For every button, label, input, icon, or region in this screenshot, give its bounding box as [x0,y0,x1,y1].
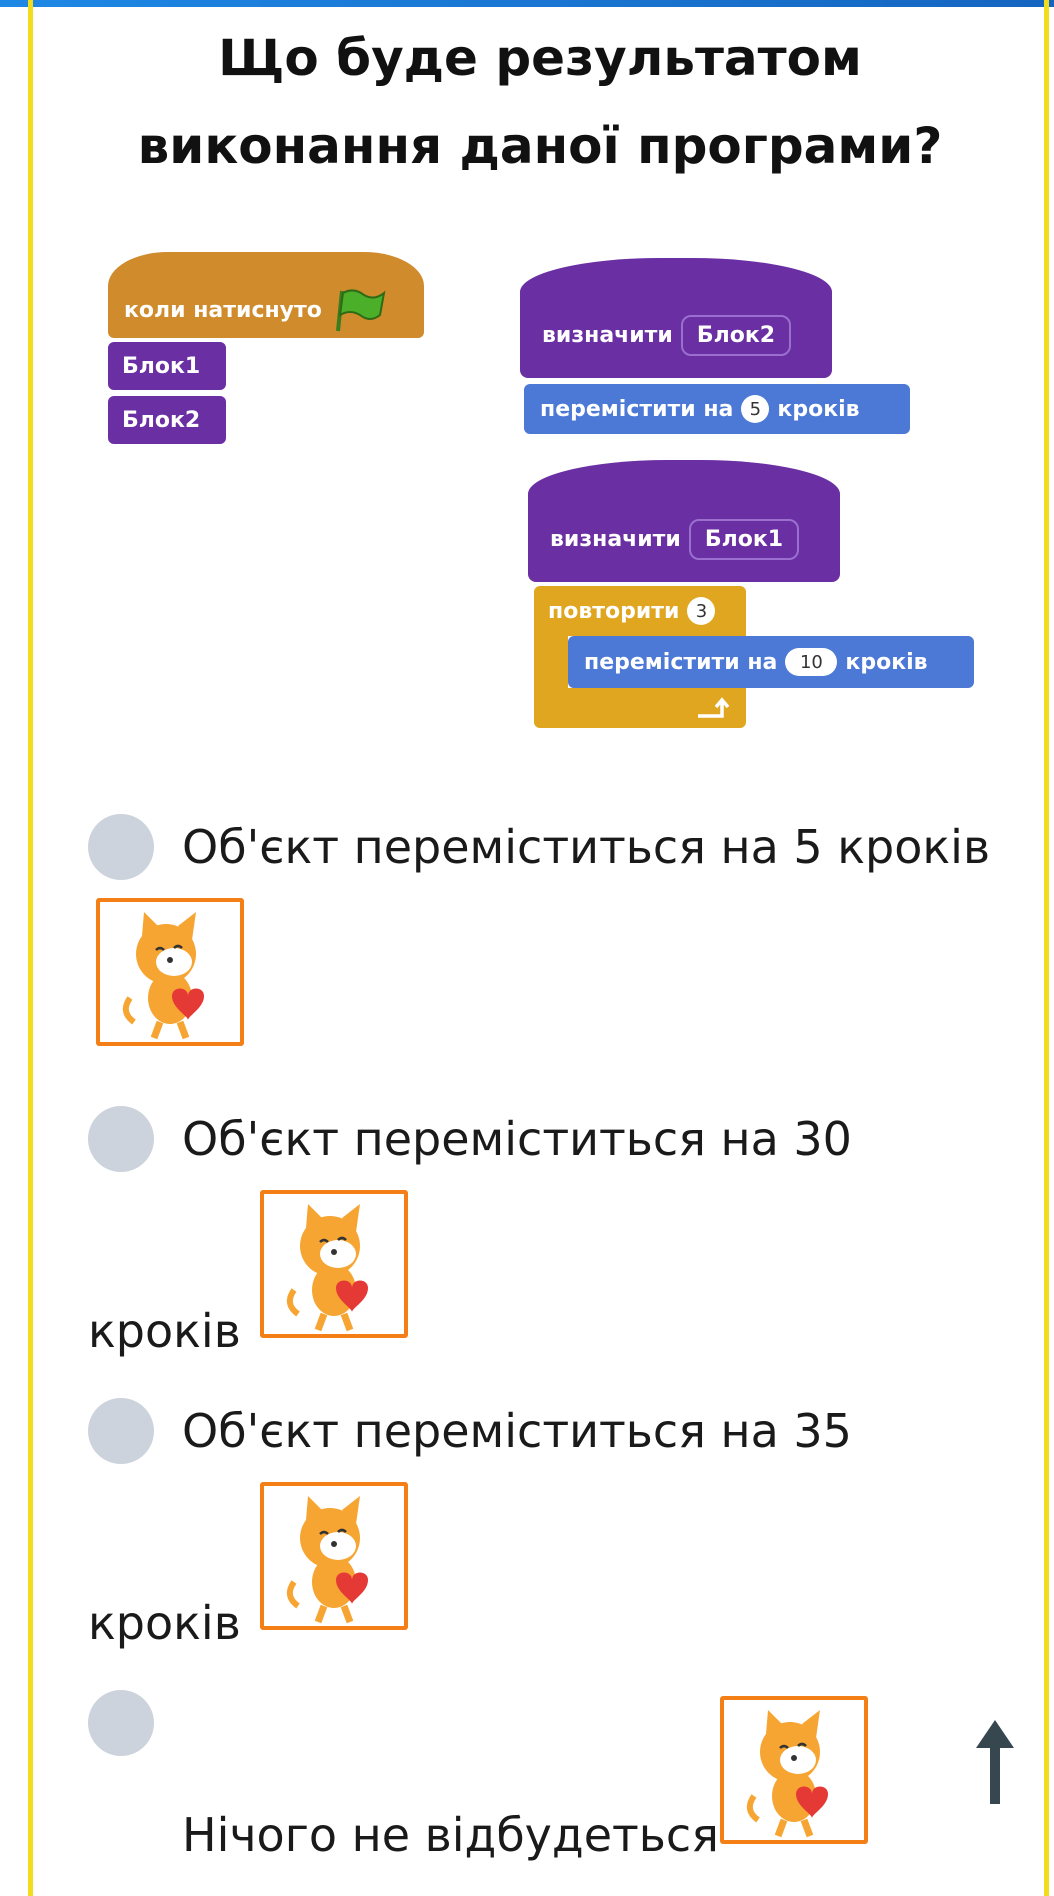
repeat-block-bottom [534,688,746,728]
call-block-1-label: Блок1 [122,353,201,379]
option-1-cat-image [96,898,244,1046]
when-clicked-label: коли натиснуто [124,297,322,323]
define-label-2: визначити [550,526,681,552]
scratch-cat-image [286,1204,368,1332]
define-block2-hat: визначити Блок2 [520,258,832,378]
when-flag-clicked-block: коли натиснуто [108,252,424,338]
scratch-cat-image [746,1710,828,1838]
move-5-value: 5 [741,395,770,423]
move-label: перемістити на [540,396,734,422]
loop-arrow-icon [698,697,730,718]
move-label-2: перемістити на [584,649,778,675]
repeat-block-top: повторити 3 [534,586,746,636]
option-3-text[interactable]: Об'єкт переміститься на 35 [182,1404,852,1458]
green-flag-icon [335,289,386,332]
define-label: визначити [542,322,673,348]
option-4-cat-image [720,1696,868,1844]
option-3-radio[interactable] [88,1398,154,1464]
top-accent-bar [0,0,1054,7]
move-10-block: перемістити на 10 кроків [568,636,974,688]
call-block-2-label: Блок2 [122,407,201,433]
option-3-text-cont[interactable]: кроків [88,1596,241,1650]
option-2-text-cont[interactable]: кроків [88,1304,241,1358]
question-title: Що буде результатом виконання даної прог… [40,14,1040,190]
option-4-text[interactable]: Нічого не відбудеться [182,1808,719,1862]
repeat-label: повторити [548,598,680,624]
left-border [28,0,33,1896]
call-block-1: Блок1 [108,342,226,390]
scratch-cat-image [122,912,204,1040]
scratch-cat-image [286,1496,368,1624]
call-block-2: Блок2 [108,396,226,444]
option-2-radio[interactable] [88,1106,154,1172]
repeat-block-arm [534,636,568,688]
move-10-value: 10 [785,648,838,676]
option-2-text[interactable]: Об'єкт переміститься на 30 [182,1112,852,1166]
define-block1-hat: визначити Блок1 [528,460,840,582]
option-4-radio[interactable] [88,1690,154,1756]
question-line-1: Що буде результатом [218,29,862,87]
option-1-radio[interactable] [88,814,154,880]
repeat-value: 3 [687,597,716,625]
question-line-2: виконання даної програми? [137,117,943,175]
move-5-block: перемістити на 5 кроків [524,384,910,434]
define-block1-name: Блок1 [688,518,800,560]
option-1-text[interactable]: Об'єкт переміститься на 5 кроків [182,820,991,874]
option-2-cat-image [260,1190,408,1338]
define-block2-name: Блок2 [680,314,792,356]
arrow-up-icon[interactable] [970,1716,1020,1808]
steps-label: кроків [777,396,860,422]
right-border [1044,0,1049,1896]
option-3-cat-image [260,1482,408,1630]
steps-label-2: кроків [845,649,928,675]
